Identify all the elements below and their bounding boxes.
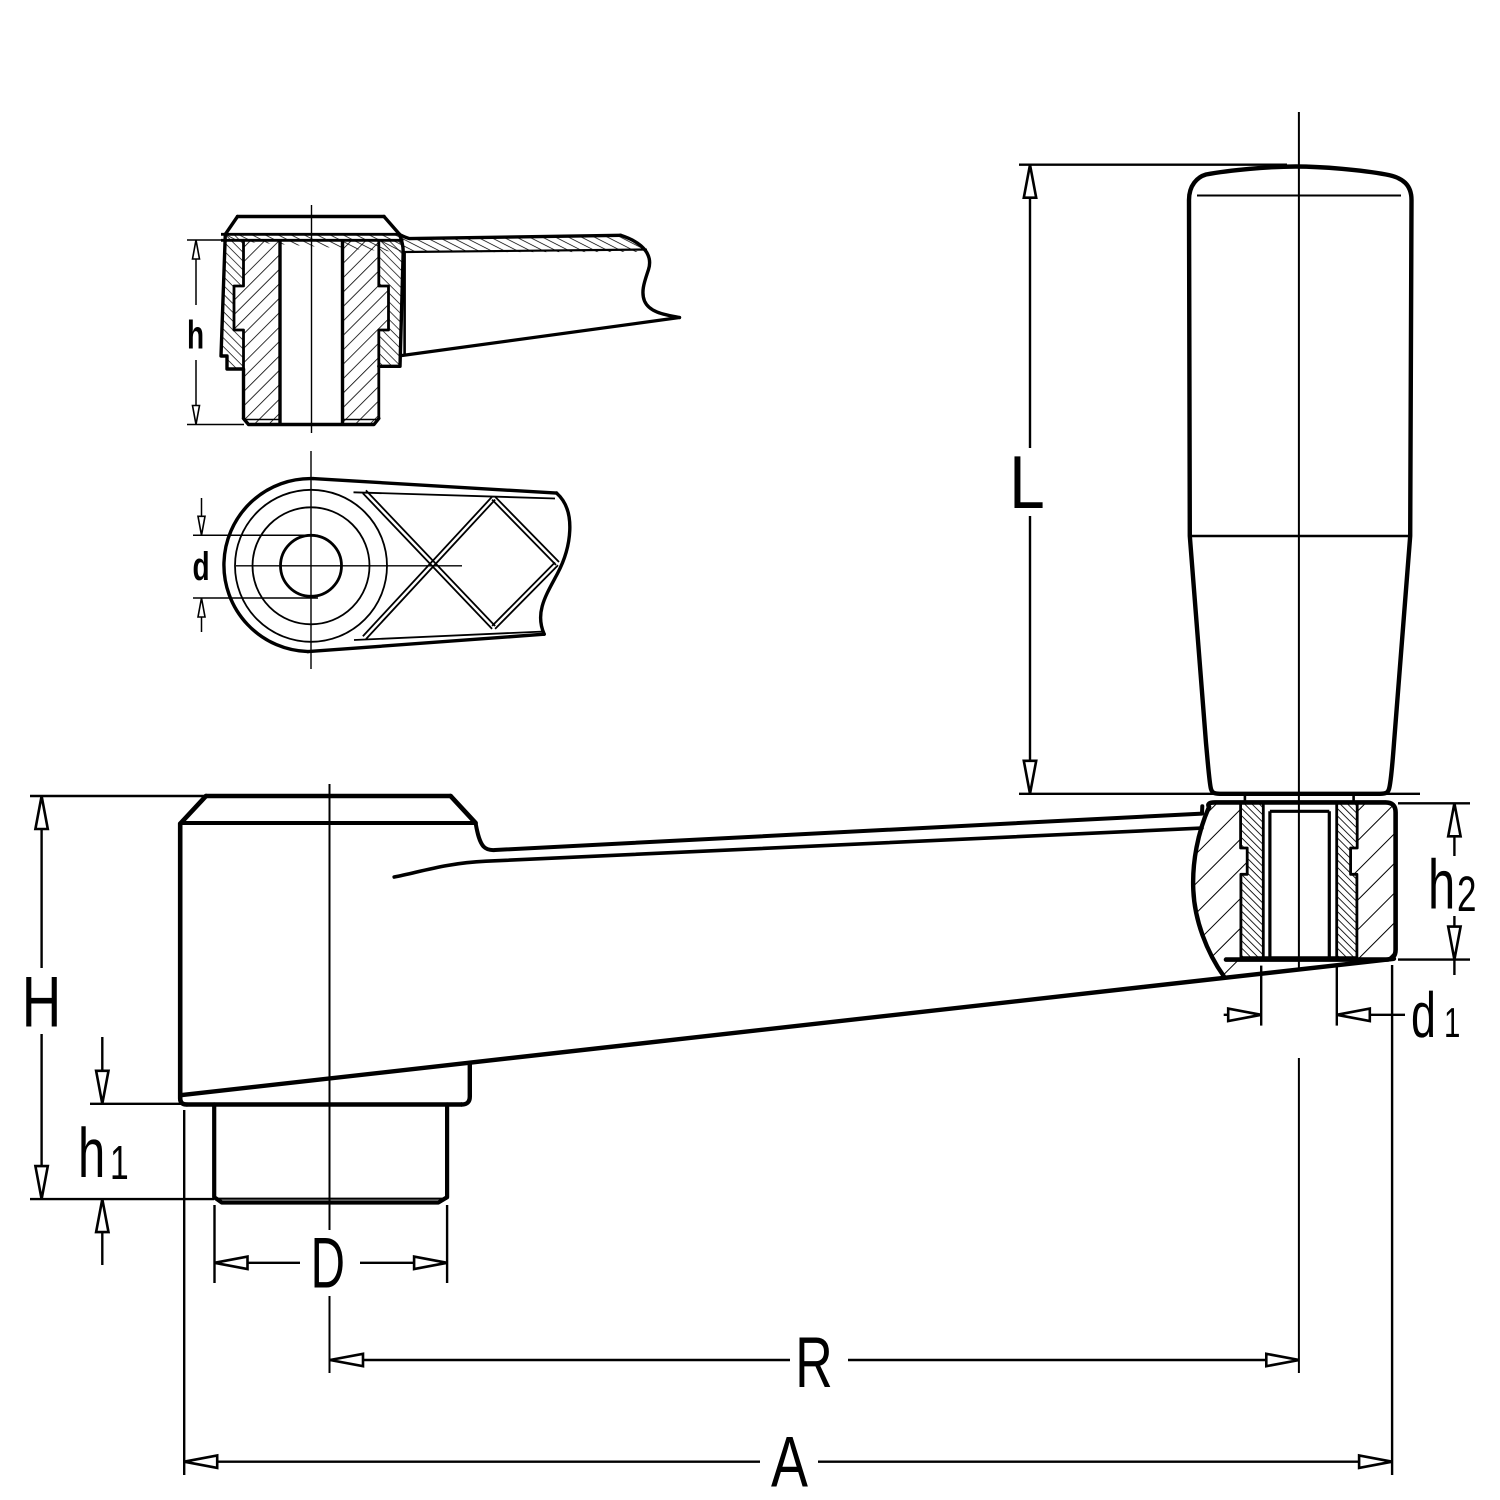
svg-text:h: h [1428,846,1455,924]
svg-text:H: H [22,963,62,1043]
svg-text:L: L [1009,440,1044,524]
svg-text:A: A [771,1423,808,1500]
svg-text:h: h [78,1114,105,1192]
svg-text:2: 2 [1457,866,1476,922]
svg-text:D: D [311,1224,345,1304]
svg-text:1: 1 [110,1137,129,1190]
svg-text:R: R [795,1323,832,1403]
svg-text:1: 1 [1444,999,1460,1046]
svg-text:h: h [187,314,204,358]
svg-text:d: d [192,545,209,589]
svg-text:d: d [1411,979,1436,1051]
